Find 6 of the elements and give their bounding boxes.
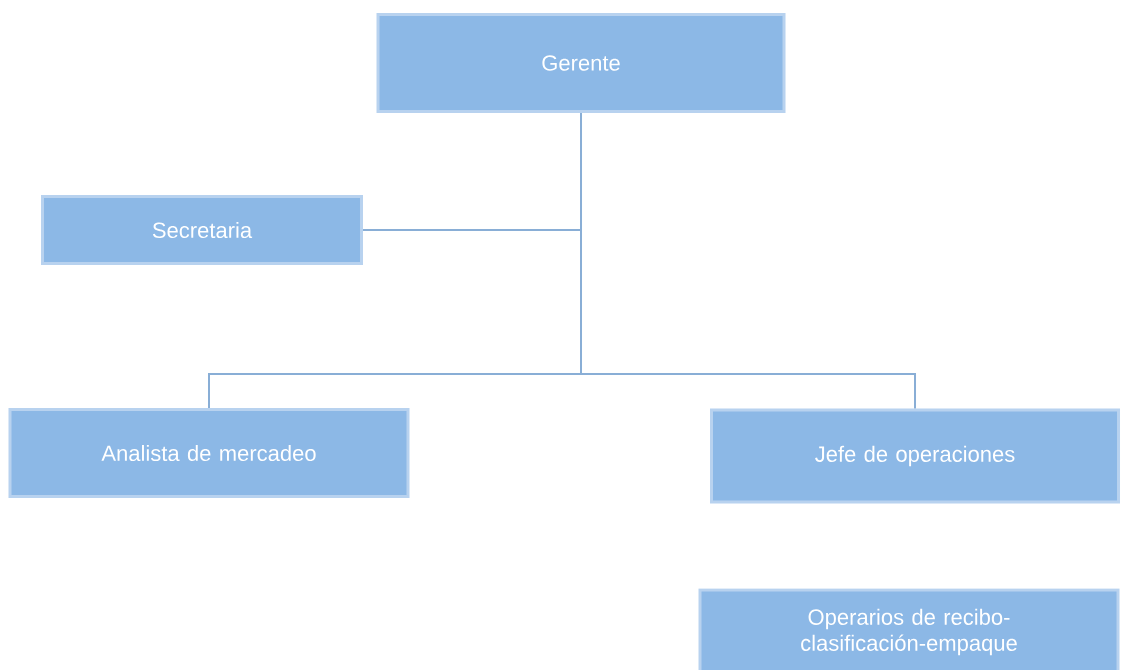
- org-box: Gerente: [376, 13, 786, 113]
- connector-line: [580, 112, 916, 410]
- org-box: Jefe de operaciones: [710, 408, 1120, 504]
- org-box: Operarios de recibo-clasificación-empaque: [698, 588, 1120, 670]
- org-box: Secretaria: [41, 195, 363, 265]
- org-box: Analista de mercadeo: [8, 408, 410, 498]
